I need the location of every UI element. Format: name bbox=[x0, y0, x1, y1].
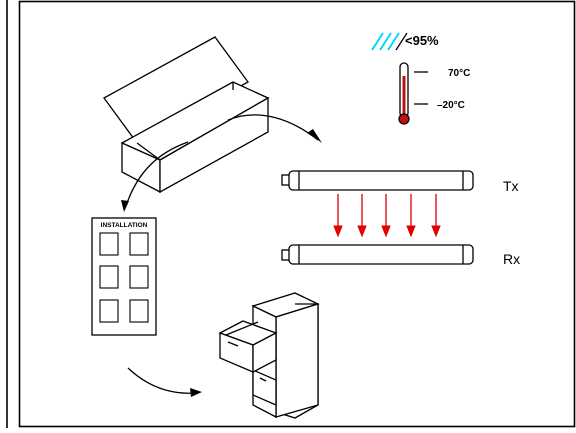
temp-max-label: 70°C bbox=[448, 68, 470, 79]
beam-arrow bbox=[357, 194, 367, 238]
frame bbox=[6, 0, 576, 428]
hatch-line bbox=[379, 32, 392, 51]
thermometer-icon: 70°C –20°C bbox=[398, 62, 470, 125]
filing-cabinet-icon bbox=[218, 292, 320, 419]
open-box-icon bbox=[103, 36, 270, 194]
temp-min-label: –20°C bbox=[437, 100, 465, 111]
hatch-line bbox=[371, 32, 384, 51]
beam-arrow bbox=[381, 194, 391, 238]
tx-label: Tx bbox=[503, 178, 519, 194]
manual-title: INSTALLATION bbox=[101, 222, 148, 229]
flow-arrows bbox=[121, 114, 322, 397]
humidity-indicator: <95% bbox=[371, 32, 439, 51]
beam-arrow bbox=[333, 194, 343, 238]
humidity-label: <95% bbox=[405, 33, 439, 48]
hatch-line bbox=[387, 32, 400, 51]
installation-manual: INSTALLATION bbox=[91, 217, 157, 336]
beam-arrow bbox=[431, 194, 441, 238]
beam-arrows bbox=[333, 194, 441, 238]
tx-unit: Tx bbox=[281, 170, 519, 194]
rx-unit: Rx bbox=[281, 244, 520, 267]
rx-label: Rx bbox=[503, 251, 520, 267]
beam-arrow bbox=[406, 194, 416, 238]
humidity-hatch-icon bbox=[371, 32, 408, 51]
